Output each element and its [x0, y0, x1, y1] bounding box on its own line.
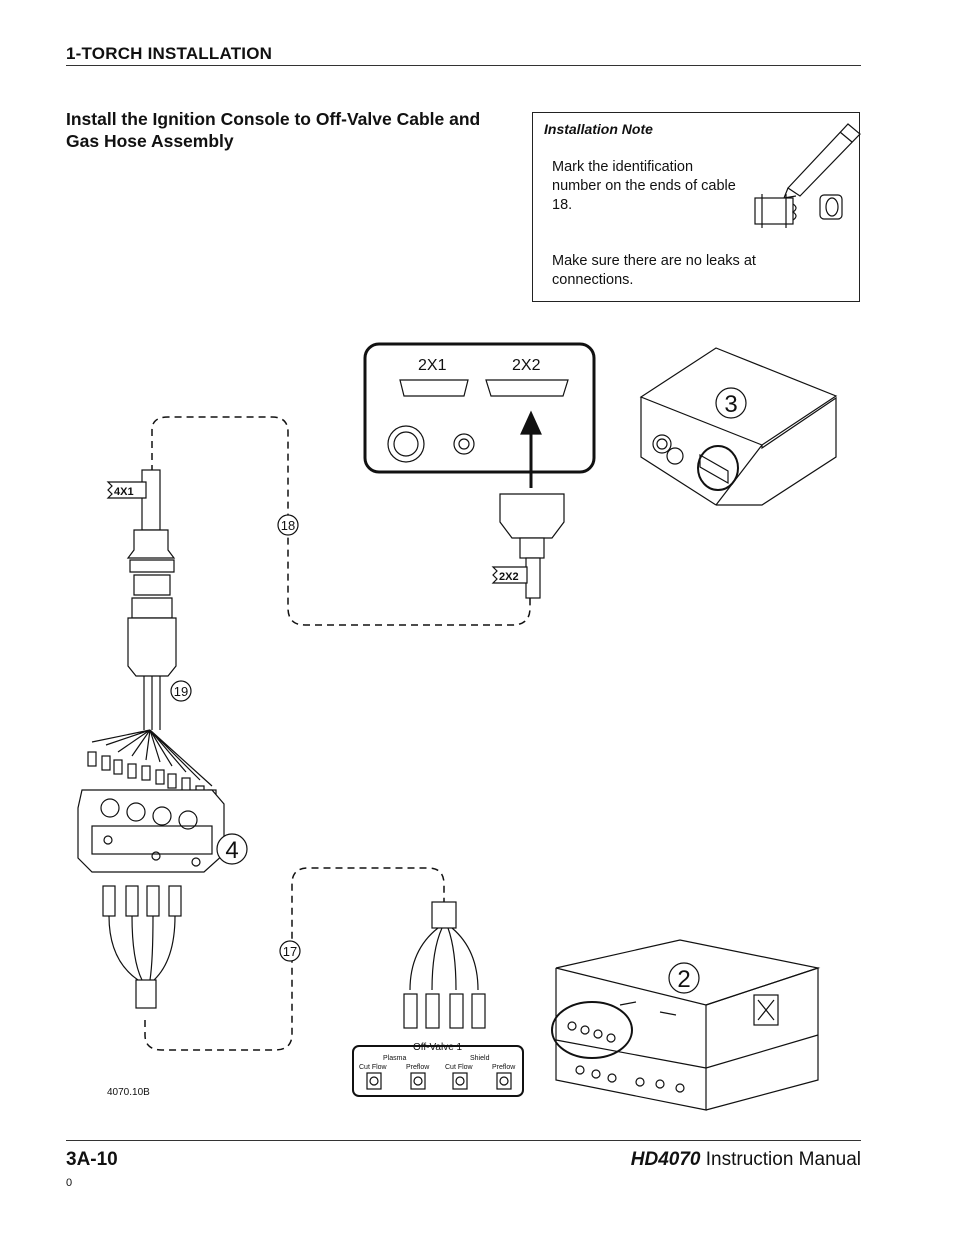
note-title: Installation Note — [544, 121, 653, 137]
note-paragraph-leaks: Make sure there are no leaks at connecti… — [552, 253, 756, 288]
panel-label-2x1: 2X1 — [418, 357, 447, 374]
manual-title: HD4070 Instruction Manual — [631, 1149, 861, 1171]
svg-text:17: 17 — [283, 944, 297, 959]
page-number: 3A-10 — [66, 1149, 118, 1170]
gas-hose-assembly-right — [403, 901, 486, 1029]
manual-suffix: Instruction Manual — [700, 1149, 861, 1170]
port-label: Cut Flow — [359, 1064, 388, 1071]
model-name: HD4070 — [630, 1149, 701, 1170]
section-title: 1-TORCH INSTALLATION — [66, 44, 273, 63]
port-label: Preflow — [406, 1064, 430, 1071]
off-valve-1-panel: Off-Valve 1 Plasma Shield Cut Flow Prefl… — [352, 1042, 524, 1097]
figure-reference: 4070.10B — [107, 1087, 150, 1098]
tag-4x1: 4X1 — [106, 481, 147, 499]
gas-console-box — [551, 939, 821, 1111]
callout-18: 18 — [277, 514, 299, 536]
revision: 0 — [66, 1177, 73, 1189]
callout-3: 3 — [715, 387, 747, 419]
page-heading: Install the Ignition Console to Off-Valv… — [66, 109, 481, 151]
svg-text:2X2: 2X2 — [499, 571, 519, 583]
off-valve-title: Off-Valve 1 — [413, 1042, 463, 1053]
pen-and-tape-icon — [754, 123, 861, 228]
tag-2x2: 2X2 — [491, 566, 528, 584]
svg-text:19: 19 — [174, 684, 188, 699]
off-valve-block — [77, 789, 225, 873]
port-label: Preflow — [492, 1064, 516, 1071]
cable-19-harness — [87, 469, 217, 805]
group-plasma-label: Plasma — [383, 1055, 406, 1062]
callout-17: 17 — [279, 940, 301, 962]
svg-text:2: 2 — [677, 966, 690, 993]
note-paragraph-mark: Mark the identification number on the en… — [552, 159, 736, 213]
svg-text:4: 4 — [225, 837, 238, 864]
connection-arrow — [520, 410, 542, 488]
installation-note-box — [532, 112, 860, 302]
group-shield-label: Shield — [470, 1055, 490, 1062]
db-connector-2x2 — [499, 493, 565, 599]
callout-19: 19 — [170, 680, 192, 702]
callout-2: 2 — [668, 962, 700, 994]
callout-4: 4 — [216, 833, 248, 865]
header-rule — [66, 65, 861, 66]
svg-text:4X1: 4X1 — [114, 486, 134, 498]
svg-text:3: 3 — [724, 391, 737, 418]
gas-hose-assembly-left — [102, 885, 182, 1009]
ignition-console-panel: 2X1 2X2 — [363, 342, 596, 474]
svg-text:18: 18 — [281, 518, 295, 533]
ignition-console-box — [639, 347, 838, 506]
footer-rule — [66, 1140, 861, 1141]
port-label: Cut Flow — [445, 1064, 474, 1071]
panel-label-2x2: 2X2 — [512, 357, 541, 374]
